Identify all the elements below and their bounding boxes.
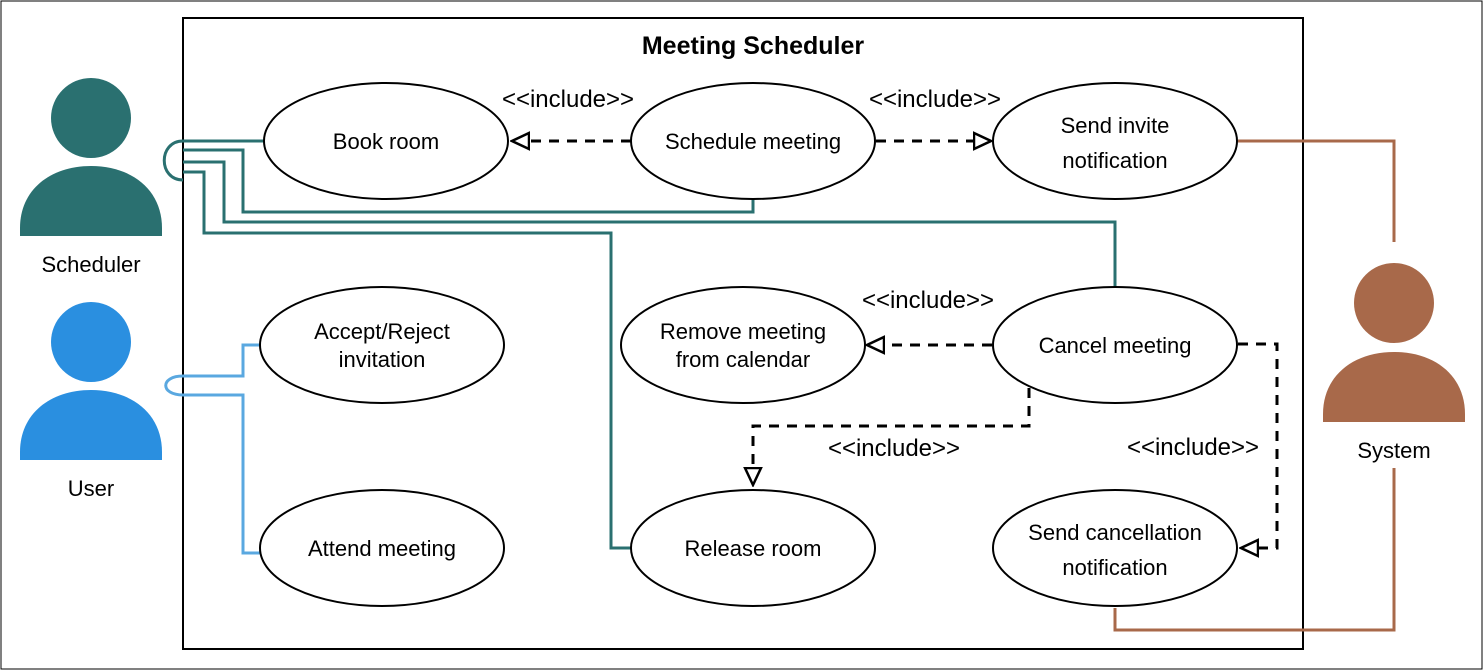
use-case-label-line2: notification [1062, 555, 1167, 580]
assoc-system-send-invite [1238, 139, 1396, 242]
assoc-scheduler-book-room [162, 139, 265, 182]
scheduler-associations [162, 139, 1117, 550]
user-person-icon-body [20, 390, 162, 460]
actor-label: User [68, 476, 114, 501]
use-case-label: Schedule meeting [665, 129, 841, 154]
actor-user[interactable]: User [20, 302, 162, 501]
use-case-label-line1: Accept/Reject [314, 319, 450, 344]
use-case-label: Book room [333, 129, 439, 154]
use-case-accept-reject-invitation[interactable]: Accept/Reject invitation [259, 286, 505, 404]
use-case-label-line1: Remove meeting [660, 319, 826, 344]
actor-label: System [1357, 438, 1430, 463]
include-cancel-notification [1238, 342, 1279, 548]
use-case-book-room[interactable]: Book room [263, 82, 509, 200]
assoc-scheduler-cancel-meeting [183, 160, 1117, 286]
use-case-cancel-meeting[interactable]: Cancel meeting [992, 286, 1238, 404]
use-case-label-line1: Send invite [1061, 113, 1170, 138]
assoc-user-accept-reject [164, 343, 261, 555]
use-case-label-line2: invitation [339, 347, 426, 372]
use-case-send-invite-notification[interactable]: Send invite notification [992, 82, 1238, 200]
user-person-icon-head [51, 302, 131, 382]
actor-scheduler[interactable]: Scheduler [20, 78, 162, 277]
use-case-label: Cancel meeting [1039, 333, 1192, 358]
scheduler-person-icon-body [20, 166, 162, 236]
assoc-scheduler-release-room [183, 170, 632, 550]
assoc-system-send-cancellation [1113, 468, 1396, 632]
include-relations [512, 141, 1279, 548]
use-case-label: Release room [685, 536, 822, 561]
scheduler-person-icon-head [51, 78, 131, 158]
use-case-schedule-meeting[interactable]: Schedule meeting [630, 82, 876, 200]
use-case-send-cancellation-notification[interactable]: Send cancellation notification [992, 489, 1238, 607]
actor-label: Scheduler [41, 252, 140, 277]
use-case-release-room[interactable]: Release room [630, 489, 876, 607]
include-label-2: <<include>> [869, 86, 1001, 113]
include-label-5: <<include>> [1127, 434, 1259, 461]
include-label-3: <<include>> [862, 287, 994, 314]
system-title: Meeting Scheduler [642, 32, 865, 60]
system-boundary [182, 17, 1304, 650]
use-case-label-line2: from calendar [676, 347, 811, 372]
system-person-icon-body [1323, 352, 1465, 422]
use-case-label-line1: Send cancellation [1028, 520, 1202, 545]
actor-system[interactable]: System [1323, 263, 1465, 463]
include-cancel-release [753, 388, 1031, 485]
assoc-scheduler-schedule-meeting [183, 148, 755, 214]
system-person-icon-head [1354, 263, 1434, 343]
system-associations [1113, 139, 1396, 632]
user-associations [164, 343, 261, 555]
use-case-attend-meeting[interactable]: Attend meeting [259, 489, 505, 607]
include-label-1: <<include>> [502, 86, 634, 113]
use-case-label-line2: notification [1062, 148, 1167, 173]
use-case-label: Attend meeting [308, 536, 456, 561]
use-case-remove-meeting-from-calendar[interactable]: Remove meeting from calendar [620, 286, 866, 404]
include-label-4: <<include>> [828, 435, 960, 462]
